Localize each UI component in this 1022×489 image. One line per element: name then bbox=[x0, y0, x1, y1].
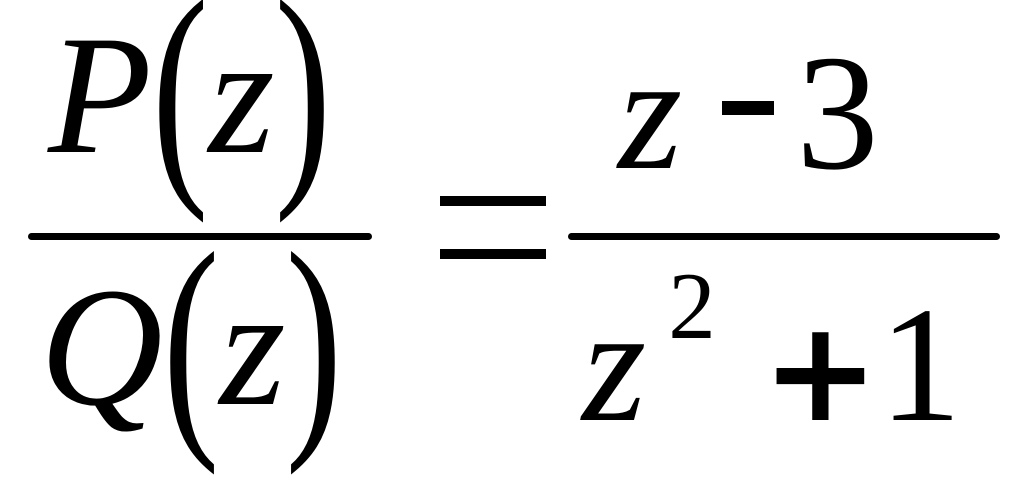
rhs-denominator-plus: + bbox=[761, 291, 880, 454]
lhs-numerator-var: z bbox=[208, 1, 275, 189]
lhs-denominator: Q(z) bbox=[40, 216, 342, 463]
lhs-numerator-open-paren: ( bbox=[151, 0, 209, 224]
lhs-numerator: P(z) bbox=[48, 0, 331, 211]
lhs-numerator-func: P bbox=[48, 1, 152, 189]
lhs-denominator-open-paren: ( bbox=[162, 203, 220, 476]
rhs-numerator-minus bbox=[722, 101, 775, 116]
rhs-numerator-const: 3 bbox=[796, 21, 879, 204]
rhs-denominator-const: 1 bbox=[879, 273, 962, 456]
rhs-denominator-exponent: 2 bbox=[668, 253, 716, 359]
equals-bar-top bbox=[440, 196, 546, 206]
rhs-fraction-bar bbox=[568, 233, 1000, 240]
lhs-denominator-close-paren: ) bbox=[285, 203, 343, 476]
lhs-denominator-func: Q bbox=[40, 253, 163, 441]
equals-sign bbox=[440, 196, 546, 302]
lhs-numerator-close-paren: ) bbox=[274, 0, 332, 224]
rhs-denominator-var: z bbox=[582, 273, 647, 456]
lhs-fraction-bar bbox=[28, 233, 372, 240]
lhs-denominator-var: z bbox=[219, 253, 286, 441]
equals-bar-bottom bbox=[440, 249, 546, 259]
rhs-numerator-var: z bbox=[618, 21, 683, 204]
lhs-fraction: P(z) Q(z) bbox=[0, 0, 400, 489]
